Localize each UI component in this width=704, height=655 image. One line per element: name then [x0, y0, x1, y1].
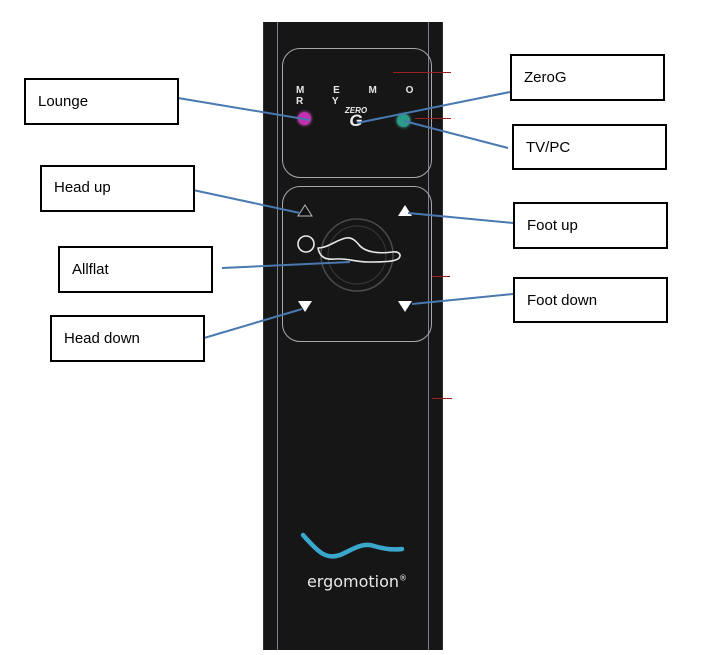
tick-mark	[432, 398, 452, 399]
remote-left-trim	[277, 22, 278, 650]
head-up-arrow[interactable]	[297, 204, 313, 217]
leader-tvpc	[403, 120, 509, 149]
head-down-arrow[interactable]	[298, 301, 312, 312]
remote-right-trim	[428, 22, 429, 650]
leader-allflat	[221, 261, 351, 269]
tick-mark	[432, 276, 450, 277]
tick-mark	[393, 72, 451, 73]
reclining-person-icon	[297, 235, 401, 263]
callout-foot-down: Foot down	[513, 277, 668, 323]
leader-foot-up	[407, 212, 514, 224]
memory-panel	[282, 48, 432, 178]
callout-head-down: Head down	[50, 315, 205, 362]
allflat-ring-inner	[327, 225, 387, 285]
foot-up-arrow[interactable]	[398, 205, 412, 216]
leader-head-up	[192, 189, 301, 214]
brand-name-text: ergomotion	[306, 572, 400, 591]
allflat-ring-outer	[320, 218, 394, 292]
memory-label: M E M O R Y	[296, 85, 427, 107]
zerog-logo-text: ZERO	[344, 106, 368, 115]
callout-zerog: ZeroG	[510, 54, 665, 101]
zerog-logo-g: G	[349, 111, 363, 130]
leader-head-down	[203, 308, 303, 339]
callout-head-up: Head up	[40, 165, 195, 212]
foot-down-arrow[interactable]	[398, 301, 412, 312]
tvpc-button[interactable]	[397, 114, 410, 127]
callout-allflat: Allflat	[58, 246, 213, 293]
leader-lounge	[177, 97, 311, 121]
brand-name: ergomotion®	[296, 572, 418, 591]
tick-mark	[415, 118, 451, 119]
callout-foot-up: Foot up	[513, 202, 668, 249]
ergomotion-logo-swoosh	[300, 532, 405, 559]
callout-lounge: Lounge	[24, 78, 179, 125]
position-control-panel	[282, 186, 432, 342]
leader-foot-down	[411, 293, 514, 305]
callout-tvpc: TV/PC	[512, 124, 667, 170]
zerog-button[interactable]: ZERO G	[338, 106, 374, 132]
leader-zerog	[356, 91, 511, 124]
brand-registered-mark: ®	[399, 573, 408, 583]
